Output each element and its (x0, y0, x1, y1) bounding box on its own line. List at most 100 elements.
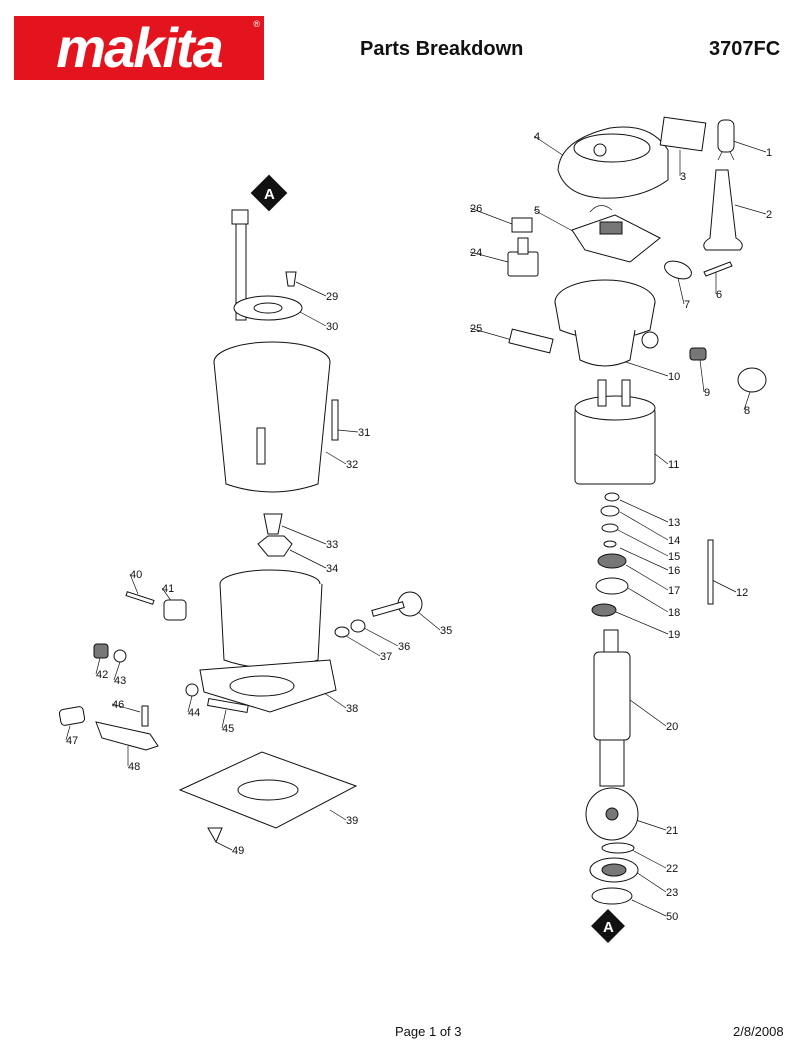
leader-line-12 (711, 579, 737, 593)
callout-44: 44 (188, 707, 200, 719)
callout-19: 19 (668, 629, 680, 641)
leader-line-13 (619, 499, 669, 523)
callout-21: 21 (666, 825, 678, 837)
part-washer-44 (185, 683, 199, 697)
leader-line-49 (215, 841, 233, 851)
part-ring-22 (601, 842, 635, 854)
leader-line-20 (629, 699, 667, 727)
leader-line-36 (363, 627, 399, 647)
callout-46: 46 (112, 699, 124, 711)
callout-34: 34 (326, 563, 338, 575)
part-washer-36 (350, 619, 366, 633)
leader-line-42 (95, 657, 101, 675)
callout-47: 47 (66, 735, 78, 747)
leader-line-14 (619, 511, 669, 541)
part-base-plate-39 (178, 751, 358, 829)
leader-line-34 (289, 549, 327, 569)
part-housing-32 (213, 341, 331, 493)
callout-25: 25 (470, 323, 482, 335)
callout-48: 48 (128, 761, 140, 773)
callout-32: 32 (346, 459, 358, 471)
part-pin-40 (125, 591, 155, 605)
part-cap-47 (58, 706, 86, 726)
callout-6: 6 (716, 289, 722, 301)
part-brush-holder-5 (571, 205, 661, 263)
part-screw-29 (285, 271, 297, 287)
part-screw-12 (707, 539, 714, 605)
makita-logo: makita ® (14, 16, 264, 80)
callout-13: 13 (668, 517, 680, 529)
part-switch-24 (507, 237, 539, 277)
page-number: Page 1 of 3 (395, 1024, 462, 1039)
callout-50: 50 (666, 911, 678, 923)
callout-3: 3 (680, 171, 686, 183)
part-screw-31 (331, 399, 339, 441)
part-label-3 (659, 116, 707, 152)
registered-mark: ® (253, 19, 260, 29)
part-motor-housing-10 (554, 279, 659, 367)
callout-29: 29 (326, 291, 338, 303)
leader-line-10 (619, 359, 669, 377)
callout-12: 12 (736, 587, 748, 599)
leader-line-40 (129, 573, 139, 595)
callout-43: 43 (114, 675, 126, 687)
callout-2: 2 (766, 209, 772, 221)
leader-line-7 (677, 277, 685, 305)
leader-line-50 (631, 899, 667, 917)
callout-7: 7 (684, 299, 690, 311)
leader-line-35 (417, 611, 441, 631)
part-screw-49 (207, 827, 223, 844)
callout-38: 38 (346, 703, 358, 715)
callout-49: 49 (232, 845, 244, 857)
callout-9: 9 (704, 387, 710, 399)
leader-line-17 (625, 564, 669, 591)
leader-line-33 (281, 525, 327, 545)
callout-15: 15 (668, 551, 680, 563)
callout-36: 36 (398, 641, 410, 653)
leader-line-43 (113, 661, 121, 681)
callout-4: 4 (534, 131, 540, 143)
callout-24: 24 (470, 247, 482, 259)
part-carbon-9 (689, 347, 707, 361)
part-pin-45 (207, 697, 249, 713)
model-number: 3707FC (709, 38, 781, 60)
part-terminal-26 (511, 217, 533, 233)
callout-45: 45 (222, 723, 234, 735)
part-fan-21 (585, 787, 639, 841)
part-ring-50 (591, 887, 633, 905)
leader-line-9 (699, 359, 705, 393)
part-field-11 (574, 379, 656, 485)
callout-20: 20 (666, 721, 678, 733)
reference-tag-label: A (603, 919, 614, 936)
leader-line-21 (635, 819, 667, 831)
leader-line-44 (187, 695, 193, 713)
part-cap-8 (737, 367, 767, 393)
leader-line-30 (299, 311, 327, 327)
leader-line-31 (337, 429, 359, 433)
leader-line-23 (635, 871, 667, 893)
leader-line-32 (325, 451, 347, 465)
part-knob-35 (371, 591, 423, 617)
callout-17: 17 (668, 585, 680, 597)
callout-41: 41 (162, 583, 174, 595)
callout-26: 26 (470, 203, 482, 215)
leader-line-39 (329, 809, 347, 821)
leader-line-26 (469, 207, 513, 225)
leader-line-25 (469, 327, 513, 341)
callout-1: 1 (766, 147, 772, 159)
leader-line-19 (615, 611, 669, 635)
part-collet-33 (263, 513, 283, 535)
callout-14: 14 (668, 535, 680, 547)
leader-line-2 (734, 204, 767, 215)
callout-10: 10 (668, 371, 680, 383)
leader-line-46 (111, 703, 141, 713)
part-lever-48 (95, 721, 159, 751)
leader-line-45 (221, 709, 227, 729)
part-label-25 (508, 328, 554, 354)
leader-line-47 (65, 725, 71, 741)
callout-11: 11 (668, 459, 679, 471)
part-base-38 (199, 569, 337, 713)
part-screw-6 (703, 261, 733, 277)
callout-labels: 1234567891011121314151617181920212223242… (66, 131, 772, 923)
